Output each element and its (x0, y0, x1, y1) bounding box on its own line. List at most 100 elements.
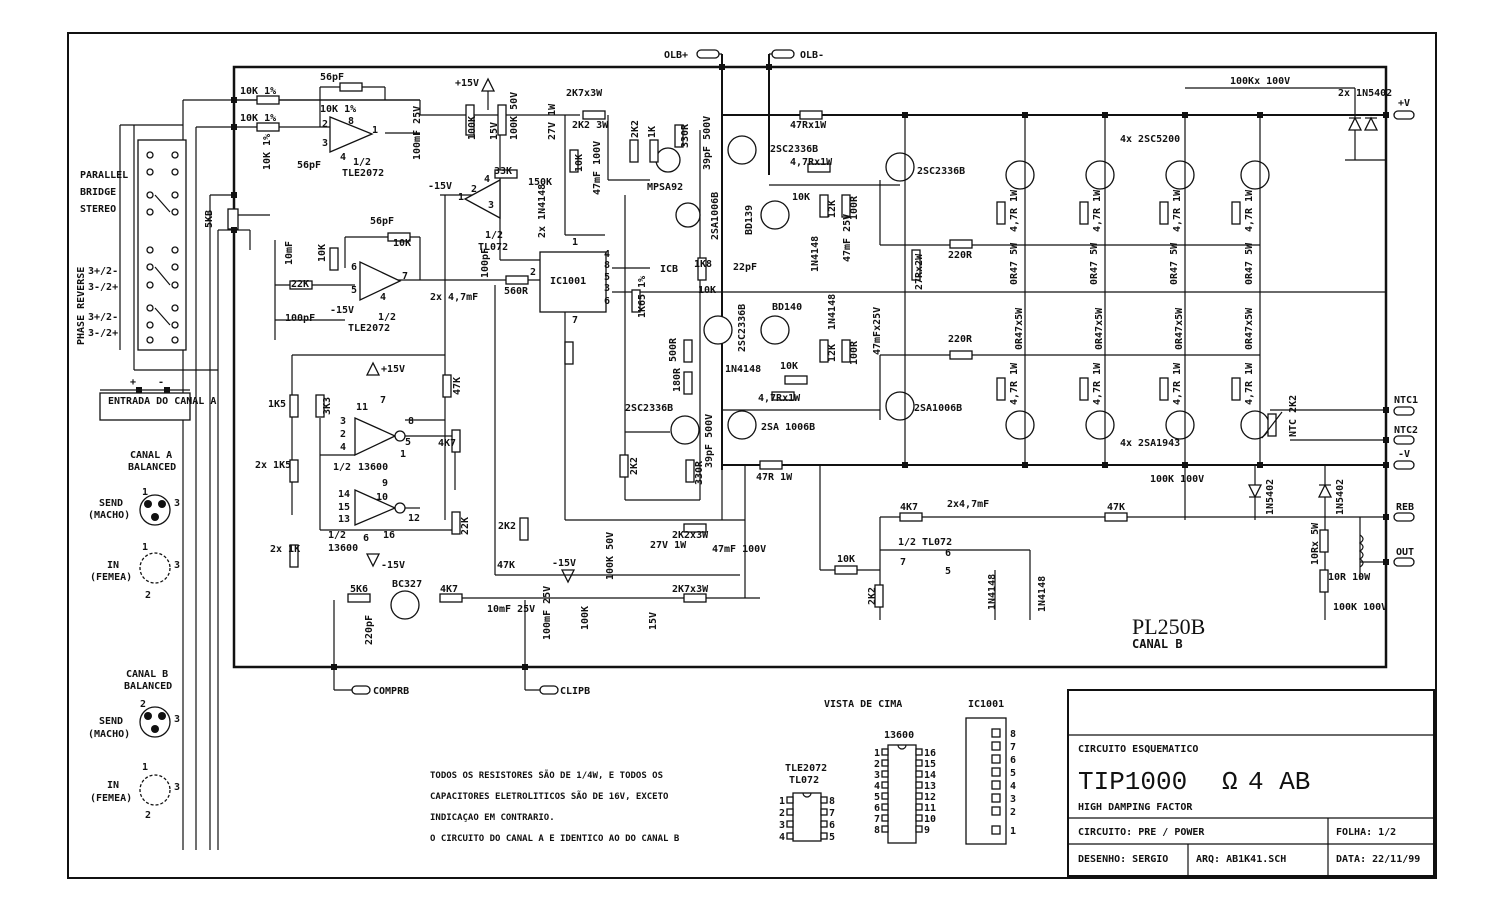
svg-text:4,7Rx1W: 4,7Rx1W (758, 393, 801, 404)
ntc1-label: NTC1 (1394, 395, 1418, 406)
svg-text:4: 4 (484, 174, 490, 185)
svg-text:12: 12 (924, 792, 936, 803)
mode-switch[interactable]: PARALLEL BRIDGE STEREO PHASE REVERSE 3+/… (76, 139, 187, 351)
svg-text:1: 1 (572, 237, 578, 248)
svg-text:3: 3 (488, 200, 494, 211)
svg-text:4: 4 (340, 152, 346, 163)
svg-text:27Rx2W: 27Rx2W (914, 253, 925, 290)
svg-text:2: 2 (779, 808, 785, 819)
svg-text:2x 1N4148: 2x 1N4148 (537, 184, 548, 238)
svg-text:33K: 33K (494, 166, 512, 177)
board-channel: CANAL B (1132, 637, 1183, 651)
svg-text:2: 2 (140, 699, 146, 710)
svg-text:5K6: 5K6 (350, 584, 368, 595)
title-block-data: DATA: 22/11/99 (1336, 854, 1420, 865)
svg-text:2SC2336B: 2SC2336B (770, 144, 818, 155)
svg-text:15: 15 (338, 502, 350, 513)
output-transistors (390, 135, 1270, 620)
svg-text:56pF: 56pF (297, 160, 321, 171)
svg-text:2K2: 2K2 (498, 521, 516, 532)
svg-text:1/2: 1/2 (328, 530, 346, 541)
output-coil (1358, 534, 1364, 568)
svg-text:1/2: 1/2 (353, 157, 371, 168)
svg-text:-15V: -15V (381, 560, 405, 571)
svg-text:3: 3 (174, 714, 180, 725)
board-outline (232, 65, 1388, 669)
svg-text:1: 1 (874, 748, 880, 759)
svg-text:CAPACITORES ELETROLITICOS SÃ: CAPACITORES ELETROLITICOS SÃO DE 16V, EX… (430, 791, 669, 802)
svg-text:6: 6 (874, 803, 880, 814)
svg-text:27V 1W: 27V 1W (547, 103, 558, 140)
svg-text:330R: 330R (680, 123, 691, 148)
svg-text:100K 50V: 100K 50V (509, 92, 520, 140)
svg-text:12: 12 (408, 513, 420, 524)
svg-text:5: 5 (945, 566, 951, 577)
svg-text:TLE2072: TLE2072 (785, 763, 827, 774)
svg-text:7: 7 (380, 395, 386, 406)
svg-text:(FEMEA): (FEMEA) (90, 572, 132, 583)
rail-lines (333, 53, 1387, 691)
svg-text:10K 1%: 10K 1% (320, 104, 356, 115)
svg-text:330R: 330R (694, 460, 705, 485)
entrada-connector: + - ENTRADA DO CANAL A (99, 377, 216, 421)
svg-text:5: 5 (874, 792, 880, 803)
svg-text:220pF: 220pF (364, 615, 375, 645)
svg-text:4x 2SA1943: 4x 2SA1943 (1120, 438, 1180, 449)
svg-text:8: 8 (1010, 729, 1016, 740)
svg-text:INDICAÇAO EM CONTRARIO.: INDICAÇAO EM CONTRARIO. (430, 813, 555, 823)
svg-text:2K2x3W: 2K2x3W (672, 530, 709, 541)
svg-text:100pF: 100pF (480, 248, 491, 278)
svg-text:8: 8 (604, 260, 610, 271)
svg-text:4: 4 (604, 249, 610, 260)
svg-text:1/2: 1/2 (333, 462, 351, 473)
svg-text:3: 3 (604, 283, 610, 294)
component-labels: 10K 1% 10K 1% 56pF 10K 1% 10K 1% 56pF 5K… (204, 72, 1392, 645)
olb-minus-label: OLB- (800, 50, 824, 61)
svg-text:4,7R 1W: 4,7R 1W (1092, 362, 1103, 405)
svg-text:2SC2336B: 2SC2336B (917, 166, 965, 177)
svg-text:2SA 1006B: 2SA 1006B (761, 422, 815, 433)
svg-text:8: 8 (348, 116, 354, 127)
svg-text:500R: 500R (668, 337, 679, 362)
svg-text:6: 6 (363, 533, 369, 544)
reb-label: REB (1396, 502, 1414, 513)
supply-symbols: +15V -15V +15V -15V -15V -15V (330, 77, 576, 584)
svg-text:10K: 10K (317, 244, 328, 262)
svg-text:1N4148: 1N4148 (1037, 576, 1048, 612)
svg-text:22K: 22K (291, 279, 309, 290)
svg-text:SEND: SEND (99, 498, 123, 509)
svg-text:1: 1 (400, 449, 406, 460)
phase-reverse-label: PHASE REVERSE (76, 267, 87, 345)
svg-text:47mF 100V: 47mF 100V (712, 544, 766, 555)
svg-text:1K5: 1K5 (268, 399, 286, 410)
title-block-desenho: DESENHO: SERGIO (1078, 854, 1168, 865)
svg-text:1: 1 (142, 762, 148, 773)
svg-text:100K 50V: 100K 50V (605, 532, 616, 580)
svg-text:7: 7 (402, 271, 408, 282)
svg-text:10K 1%: 10K 1% (240, 113, 276, 124)
svg-text:(MACHO): (MACHO) (88, 510, 130, 521)
svg-text:4: 4 (779, 832, 785, 843)
svg-text:13: 13 (924, 781, 936, 792)
svg-text:100R: 100R (849, 340, 860, 365)
svg-text:10Rx 5W: 10Rx 5W (1310, 522, 1321, 565)
svg-text:0R47x5W: 0R47x5W (1014, 307, 1025, 350)
svg-text:10mF: 10mF (284, 241, 295, 265)
svg-text:1N4148: 1N4148 (827, 294, 838, 330)
svg-text:7: 7 (874, 814, 880, 825)
svg-text:4K7: 4K7 (900, 502, 918, 513)
svg-text:TLE2072: TLE2072 (348, 323, 390, 334)
board-model: PL250B (1132, 614, 1205, 639)
stereo-label: STEREO (80, 204, 116, 215)
svg-text:4: 4 (340, 442, 346, 453)
svg-text:47R 1W: 47R 1W (756, 472, 793, 483)
svg-text:SEND: SEND (99, 716, 123, 727)
svg-text:10K: 10K (837, 554, 855, 565)
pos-v-label: +V (1398, 98, 1410, 109)
svg-text:4,7R 1W: 4,7R 1W (1009, 189, 1020, 232)
svg-text:56pF: 56pF (370, 216, 394, 227)
svg-text:6: 6 (1010, 755, 1016, 766)
svg-text:3: 3 (340, 416, 346, 427)
svg-text:1N5402: 1N5402 (1265, 479, 1276, 515)
